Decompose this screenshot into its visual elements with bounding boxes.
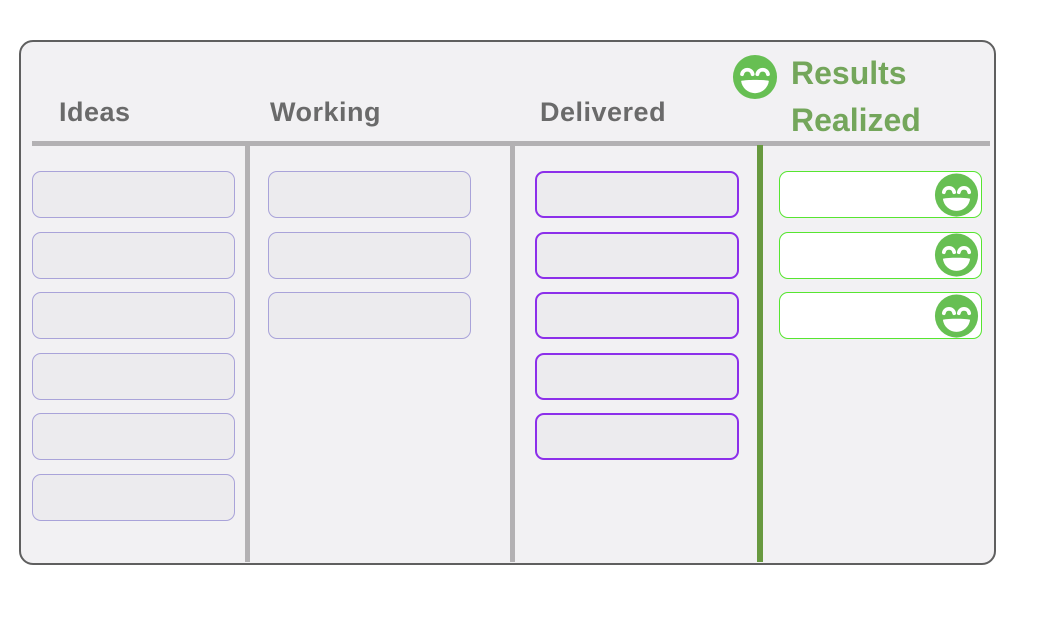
column-working-card-list: [268, 171, 471, 339]
working-card[interactable]: [268, 171, 471, 218]
results-label-line2: Realized: [791, 102, 921, 138]
idea-card[interactable]: [32, 231, 235, 279]
working-card[interactable]: [268, 292, 471, 339]
kanban-board: Ideas Working Delivered Results Realized: [19, 40, 996, 565]
grinning-smiley-icon: [934, 172, 979, 217]
column-header-ideas: Ideas: [59, 97, 131, 127]
working-card[interactable]: [268, 231, 471, 279]
column-divider-delivered-results: [757, 145, 763, 562]
idea-card[interactable]: [32, 171, 235, 218]
idea-card[interactable]: [32, 352, 235, 400]
column-header-working: Working: [270, 97, 381, 127]
result-realized-card[interactable]: [779, 171, 982, 218]
result-realized-card[interactable]: [779, 292, 982, 339]
idea-card[interactable]: [32, 413, 235, 460]
column-results-card-list: [779, 171, 982, 339]
delivered-card[interactable]: [535, 352, 739, 400]
delivered-card[interactable]: [535, 292, 739, 339]
column-header-delivered: Delivered: [540, 97, 667, 127]
column-ideas-card-list: [32, 171, 235, 521]
result-realized-card[interactable]: [779, 231, 982, 279]
results-label-line1: Results: [791, 55, 907, 91]
delivered-card[interactable]: [535, 231, 739, 279]
header-divider-line: [32, 141, 990, 146]
idea-card[interactable]: [32, 473, 235, 521]
grinning-smiley-icon: [934, 232, 979, 278]
column-divider-ideas-working: [245, 145, 250, 562]
grinning-smiley-icon: [732, 54, 778, 100]
column-header-results-realized: Results Realized: [732, 50, 921, 144]
results-realized-label: Results Realized: [791, 50, 921, 144]
delivered-card[interactable]: [535, 413, 739, 460]
grinning-smiley-icon: [934, 293, 979, 338]
column-divider-working-delivered: [510, 145, 515, 562]
delivered-card[interactable]: [535, 171, 739, 218]
idea-card[interactable]: [32, 292, 235, 339]
column-delivered-card-list: [535, 171, 739, 460]
